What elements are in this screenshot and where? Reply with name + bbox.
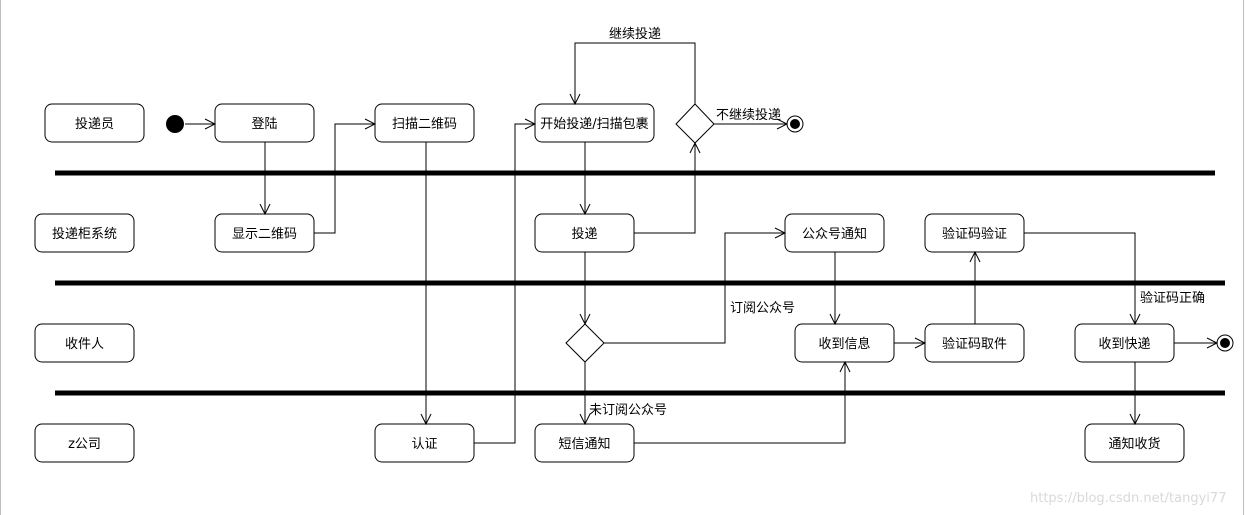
- node-scan-qr: 扫描二维码: [374, 103, 475, 143]
- lane-locker-system: 投递柜系统: [34, 213, 135, 253]
- end-node-delivery: [786, 115, 804, 133]
- edge-show-qr-to-scan-qr: [314, 124, 375, 234]
- svg-text:扫描二维码: 扫描二维码: [392, 117, 457, 132]
- label-not-subscribed: 未订阅公众号: [589, 403, 667, 418]
- svg-text:登陆: 登陆: [251, 116, 277, 132]
- svg-text:开始投递/扫描包裹: 开始投递/扫描包裹: [540, 116, 648, 132]
- lane-z-company: z公司: [34, 423, 135, 463]
- svg-text:z公司: z公司: [68, 437, 101, 452]
- start-node: [166, 115, 184, 133]
- svg-text:投递柜系统: 投递柜系统: [52, 226, 117, 242]
- watermark: https://blog.csdn.net/tangyi77: [1030, 491, 1226, 506]
- svg-text:验证码验证: 验证码验证: [942, 226, 1007, 242]
- svg-text:收到快递: 收到快递: [1098, 337, 1150, 352]
- svg-text:通知收货: 通知收货: [1108, 436, 1160, 452]
- node-receive-info: 收到信息: [794, 323, 895, 363]
- svg-text:收件人: 收件人: [65, 337, 104, 352]
- svg-text:公众号通知: 公众号通知: [802, 226, 867, 242]
- decision-subscribed: [565, 323, 605, 363]
- node-code-pickup: 验证码取件: [924, 323, 1025, 363]
- label-stop: 不继续投递: [716, 107, 781, 123]
- svg-text:认证: 认证: [411, 437, 437, 452]
- svg-text:短信通知: 短信通知: [558, 436, 610, 452]
- svg-text:显示二维码: 显示二维码: [232, 227, 297, 242]
- svg-text:收到信息: 收到信息: [818, 336, 870, 352]
- node-wechat-notice: 公众号通知: [784, 213, 885, 253]
- label-continue: 继续投递: [609, 26, 661, 42]
- node-receive-parcel: 收到快递: [1074, 323, 1175, 363]
- image-border-right: [1243, 0, 1244, 515]
- end-node-recipient: [1216, 334, 1234, 352]
- edge-subscribed-to-wechat: [604, 233, 785, 344]
- node-show-qr: 显示二维码: [214, 213, 315, 253]
- lane-courier: 投递员: [44, 103, 145, 143]
- label-subscribed: 订阅公众号: [730, 301, 795, 316]
- edge-sms-to-receive-info: [634, 362, 845, 444]
- node-deliver: 投递: [534, 213, 635, 253]
- node-authenticate: 认证: [374, 423, 475, 463]
- image-border-left: [0, 0, 1, 515]
- decision-continue: [675, 103, 715, 144]
- svg-text:验证码取件: 验证码取件: [942, 336, 1007, 352]
- node-verify-code: 验证码验证: [924, 213, 1025, 253]
- lane-recipient: 收件人: [34, 323, 135, 363]
- edge-authenticate-to-start-delivery: [474, 124, 535, 444]
- node-start-delivery: 开始投递/扫描包裹: [534, 103, 655, 143]
- node-login: 登陆: [214, 103, 315, 143]
- label-code-ok: 验证码正确: [1140, 290, 1205, 306]
- edge-deliver-to-decision: [634, 143, 695, 234]
- node-notify-receipt: 通知收货: [1084, 423, 1185, 463]
- svg-text:投递: 投递: [571, 226, 597, 242]
- edge-continue-loop: [575, 42, 696, 104]
- svg-text:投递员: 投递员: [75, 116, 114, 132]
- node-sms-notice: 短信通知: [534, 423, 635, 463]
- edge-verify-to-receive-parcel: [1024, 232, 1135, 324]
